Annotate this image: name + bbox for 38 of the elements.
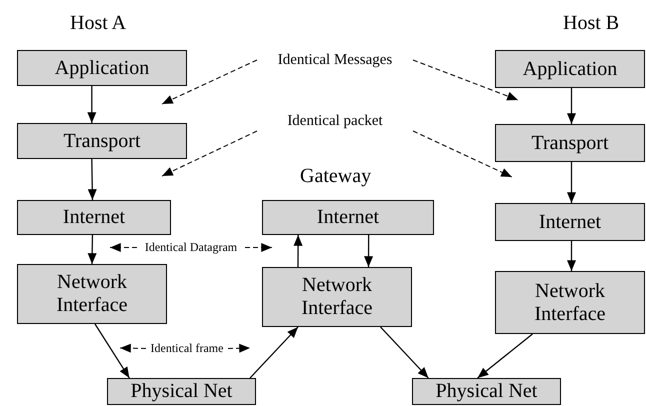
layer-box: Internet: [495, 203, 645, 241]
layer-box: Application: [17, 50, 187, 86]
arrow: [88, 234, 97, 264]
arrow: [364, 235, 374, 267]
dashed-arrow: [120, 344, 146, 353]
arrow: [567, 88, 576, 124]
layer-box: Internet: [262, 200, 434, 235]
arrow: [94, 324, 130, 378]
annotation-text: Identical Messages: [276, 52, 394, 68]
arrow: [380, 326, 429, 378]
arrow: [88, 158, 97, 200]
layer-box: Network Interface: [495, 271, 645, 334]
annotation-text: Identical packet: [285, 112, 385, 130]
arrow: [477, 334, 533, 378]
layer-box: Application: [495, 50, 645, 88]
arrow: [567, 162, 576, 203]
dashed-arrow: [110, 243, 138, 252]
dashed-arrow: [412, 130, 512, 178]
dashed-arrow: [162, 130, 258, 176]
dashed-arrow: [244, 243, 272, 252]
arrow: [567, 241, 576, 271]
layer-box: Internet: [17, 200, 171, 235]
layer-box: Physical Net: [107, 378, 256, 405]
layer-box: Network Interface: [262, 267, 412, 327]
layer-box: Transport: [495, 124, 645, 162]
layer-box: Network Interface: [17, 264, 167, 324]
column-heading: Host B: [563, 12, 620, 35]
layer-box: Transport: [17, 123, 187, 159]
dashed-arrow: [412, 60, 518, 100]
arrow: [294, 235, 303, 267]
dashed-arrow: [228, 344, 250, 353]
column-heading: Host A: [70, 12, 126, 35]
arrow: [87, 86, 96, 123]
arrow: [250, 326, 298, 378]
annotation-text: Identical Datagram: [142, 240, 240, 255]
dashed-arrow: [162, 60, 258, 104]
layer-box: Physical Net: [412, 378, 561, 405]
column-heading: Gateway: [300, 165, 372, 188]
